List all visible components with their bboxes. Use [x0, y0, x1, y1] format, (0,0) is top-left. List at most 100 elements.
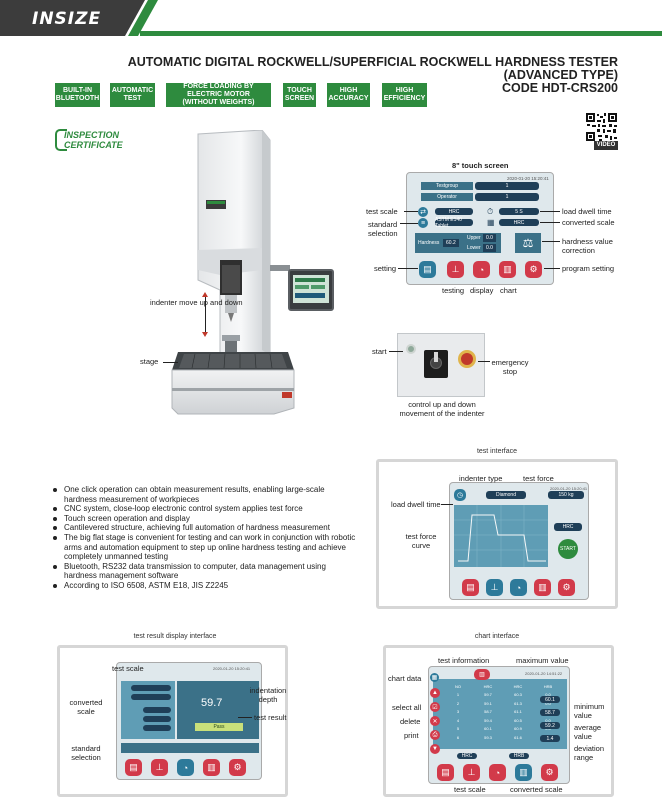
ri-field — [143, 707, 171, 713]
testing-icon[interactable]: ⊥ — [486, 579, 503, 596]
ts-timestamp: 2020-01-20 15:20:41 — [507, 176, 549, 181]
chart-data-icon[interactable]: ▦ — [430, 673, 439, 682]
emergency-stop-button[interactable] — [458, 350, 476, 368]
ti-dwell-icon[interactable]: ◷ — [454, 489, 466, 501]
label-average-value: average value — [574, 723, 602, 741]
ti-start-button[interactable]: START — [558, 539, 578, 559]
label-test-force-curve: test force curve — [405, 532, 437, 550]
label-print: print — [404, 731, 419, 740]
table-cell: 60.3 — [514, 692, 522, 698]
ti-curve-plot — [454, 505, 548, 567]
table-cell: 59.7 — [484, 692, 492, 698]
label-testing: testing — [442, 286, 465, 295]
test-interface-panel: 2020-01-20 15:20:41 ◷ Diamond 150 kg HRC… — [376, 459, 618, 609]
ts-testgroup-value[interactable]: 1 — [475, 182, 539, 190]
label-deviation-range: deviation range — [574, 744, 605, 762]
touch-screen-title: 8" touch screen — [452, 161, 509, 170]
ti-force-value[interactable]: 150 kg — [548, 491, 584, 499]
ti-indenter-value[interactable]: Diamond — [486, 491, 526, 499]
table-cell: 61.3 — [514, 700, 522, 706]
product-subtitle: (ADVANCED TYPE) — [503, 68, 618, 82]
delete-icon[interactable]: ✕ — [430, 716, 440, 726]
label-program-setting: program setting — [562, 264, 615, 273]
result-interface-title: test result display interface — [133, 633, 217, 640]
chart-icon[interactable]: ▥ — [515, 764, 532, 781]
setting-icon[interactable]: ▤ — [419, 261, 436, 278]
program-setting-icon[interactable]: ⚙ — [229, 759, 246, 776]
testing-icon[interactable]: ⊥ — [447, 261, 464, 278]
ts-standard-value[interactable]: ASTM E140 Tablet — [435, 217, 473, 229]
program-setting-icon[interactable]: ⚙ — [541, 764, 558, 781]
header-dark-band — [0, 0, 145, 36]
program-setting-icon[interactable]: ⚙ — [525, 261, 542, 278]
display-icon[interactable]: ◔ — [489, 764, 506, 781]
label-ri-standard-selection: standard selection — [71, 744, 101, 762]
chart-icon[interactable]: ▥ — [499, 261, 516, 278]
ts-operator-value[interactable]: 1 — [475, 193, 539, 201]
start-button[interactable] — [406, 344, 416, 354]
ts-correction-label: Hardness — [418, 240, 440, 246]
clock-icon: ⏱ — [487, 207, 494, 216]
result-interface-screen: 2020-01-20 15:20:41 59.7 Pass ▤ ⊥ ◔ ▥ ⚙ — [116, 662, 262, 780]
ts-lower-value[interactable]: 0.0 — [483, 244, 496, 252]
test-information-icon[interactable]: ▥ — [474, 669, 490, 680]
header-green-stripe — [140, 31, 662, 36]
ts-upper-value[interactable]: 0.0 — [483, 234, 496, 242]
indenter-label: indenter move up and down — [150, 298, 243, 307]
chart-icon[interactable]: ▥ — [203, 759, 220, 776]
label-emergency-stop: emergency stop — [491, 358, 529, 376]
setting-icon[interactable]: ▤ — [125, 759, 142, 776]
table-cell: 61.6 — [514, 734, 522, 740]
ri-field — [131, 685, 171, 691]
table-cell: 0.0 — [545, 717, 551, 723]
ts-testgroup-label: Testgroup — [421, 182, 473, 190]
ci-scale-hrb[interactable]: HRB — [509, 753, 529, 759]
ts-converted-value[interactable]: HRC — [499, 219, 539, 226]
label-indenter-type: indenter type — [459, 474, 503, 483]
table-cell: 6 — [456, 734, 460, 740]
table-cell: HRC — [513, 683, 523, 689]
print-icon[interactable]: ⎙ — [430, 730, 440, 740]
scroll-up-icon[interactable]: ▲ — [430, 688, 440, 698]
display-icon[interactable]: ◔ — [510, 579, 527, 596]
ci-scale-hrc[interactable]: HRC — [457, 753, 477, 759]
table-cell: 60.9 — [514, 726, 522, 732]
setting-icon[interactable]: ▤ — [437, 764, 454, 781]
table-cell: NO — [455, 683, 461, 689]
setting-icon[interactable]: ▤ — [462, 579, 479, 596]
ts-scale-value[interactable]: HRC — [435, 208, 473, 215]
ts-correction-value[interactable]: 60.2 — [443, 239, 459, 247]
ri-result-box: 59.7 Pass — [177, 681, 259, 739]
program-setting-icon[interactable]: ⚙ — [558, 579, 575, 596]
testing-icon[interactable]: ⊥ — [463, 764, 480, 781]
header-bar: INSIZE — [0, 0, 662, 36]
table-cell: 59.3 — [484, 734, 492, 740]
table-cell: 58.7 — [484, 709, 492, 715]
scale-balance-icon[interactable]: ⚖ — [515, 233, 541, 253]
ts-scale-icon[interactable]: ⇄ — [418, 207, 428, 217]
ts-dwell-value[interactable]: 5 S — [499, 208, 539, 215]
feature-item: CNC system, close-loop electronic contro… — [53, 504, 365, 514]
tag-force-loading: FORCE LOADING BY ELECTRIC MOTOR (WITHOUT… — [166, 83, 271, 107]
scroll-down-icon[interactable]: ▼ — [430, 744, 440, 754]
testing-icon[interactable]: ⊥ — [151, 759, 168, 776]
display-icon[interactable]: ◔ — [177, 759, 194, 776]
label-chart: chart — [500, 286, 517, 295]
select-all-icon[interactable]: ☑ — [430, 702, 440, 712]
table-cell: HRC — [483, 683, 493, 689]
test-interface-title: test interface — [476, 448, 518, 455]
table-cell: 59.1 — [484, 700, 492, 706]
display-icon[interactable]: ◔ — [473, 261, 490, 278]
certificate-line2: CERTIFICATE — [64, 140, 123, 150]
qr-code[interactable]: VIDEO — [585, 112, 618, 150]
tag-high-accuracy: HIGH ACCURACY — [327, 83, 370, 107]
chart-interface-title: chart interface — [474, 633, 520, 640]
chart-icon[interactable]: ▥ — [534, 579, 551, 596]
certificate-line1: INSPECTION — [64, 130, 120, 140]
ti-timestamp: 2020-01-20 15:20:41 — [550, 486, 588, 491]
ts-standard-icon[interactable]: ≡ — [418, 218, 428, 228]
